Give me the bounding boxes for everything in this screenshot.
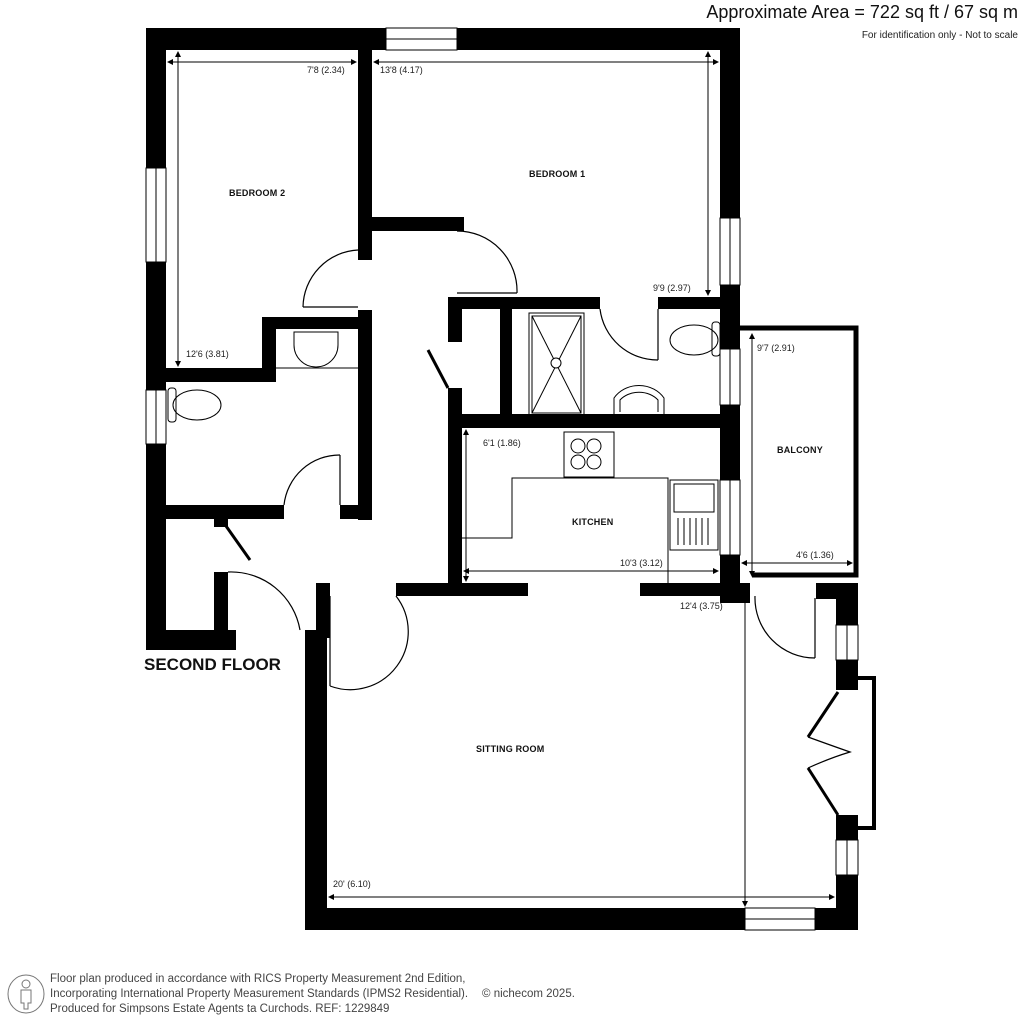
footer-line-2-text: Incorporating International Property Mea… xyxy=(50,988,469,1000)
dimension-kitchen-width: 10'3 (3.12) xyxy=(620,558,663,568)
dimension-balcony-length: 9'7 (2.91) xyxy=(757,343,795,353)
room-label-bedroom-2: BEDROOM 2 xyxy=(229,188,286,198)
disclaimer: For identification only - Not to scale xyxy=(861,30,1018,41)
dimension-bedroom-1-width: 13'8 (4.17) xyxy=(380,65,423,75)
doors xyxy=(224,230,852,816)
room-label-sitting-room: SITTING ROOM xyxy=(476,744,545,754)
dimension-bedroom-2-length: 12'6 (3.81) xyxy=(186,349,229,359)
dimension-balcony-width: 4'6 (1.36) xyxy=(796,550,834,560)
footer-line-3: Produced for Simpsons Estate Agents ta C… xyxy=(50,1003,390,1015)
dimension-bedroom-1-length: 9'9 (2.97) xyxy=(653,283,691,293)
dimension-kitchen-length: 6'1 (1.86) xyxy=(483,438,521,448)
copyright: © nichecom 2025. xyxy=(482,988,575,1000)
balcony-outline xyxy=(740,325,876,830)
walls xyxy=(146,28,858,930)
dimension-bedroom-2-width: 7'8 (2.34) xyxy=(307,65,345,75)
room-label-kitchen: KITCHEN xyxy=(572,517,614,527)
person-logo-icon xyxy=(7,974,45,1014)
dimension-sitting-room-width: 20' (6.10) xyxy=(333,879,371,889)
room-label-bedroom-1: BEDROOM 1 xyxy=(529,169,586,179)
windows xyxy=(145,27,859,931)
dimension-lines xyxy=(167,51,853,907)
floor-label: SECOND FLOOR xyxy=(144,655,281,674)
approximate-area: Approximate Area = 722 sq ft / 67 sq m xyxy=(706,2,1018,22)
floor-plan xyxy=(145,27,876,931)
dimension-sitting-room-length: 12'4 (3.75) xyxy=(680,601,723,611)
room-label-balcony: BALCONY xyxy=(777,445,823,455)
footer-text: Floor plan produced in accordance with R… xyxy=(50,972,575,1017)
footer-line-2: Incorporating International Property Mea… xyxy=(50,987,575,1002)
fixtures xyxy=(167,312,721,583)
footer-line-1: Floor plan produced in accordance with R… xyxy=(50,973,466,985)
